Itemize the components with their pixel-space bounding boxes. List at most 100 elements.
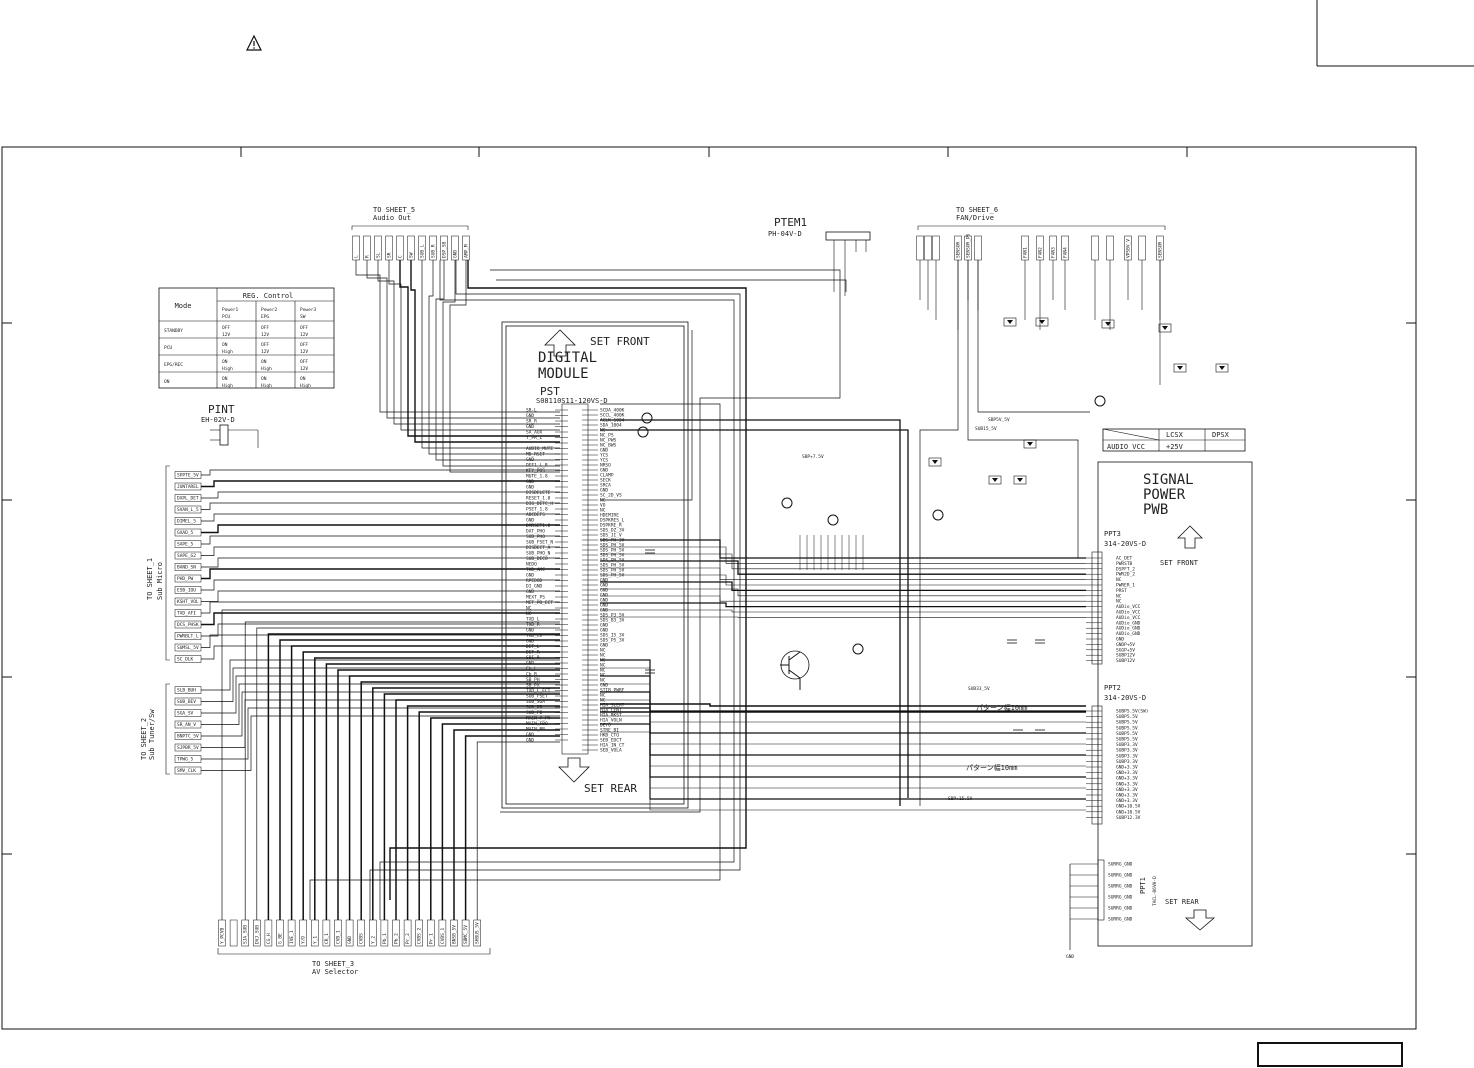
wire-sheet5 (428, 260, 560, 455)
pst-right-pin: SRCA (600, 483, 611, 489)
sheet3-pin: CVBS (359, 933, 365, 944)
wire-sheet5 (388, 260, 560, 431)
wire-sheet5 (449, 260, 560, 473)
sheet1-pin: GXAD_5 (177, 530, 194, 536)
diode-icon (1219, 366, 1225, 370)
sheet6-pin-box (1138, 235, 1146, 261)
sheet2-pin: SR_AN_V (177, 722, 196, 728)
pst-right-pin: SDS_P5_3V (600, 638, 625, 644)
sheet2-pin: BNPTC_5V (177, 734, 199, 740)
pst-left-pin: GND (526, 589, 534, 595)
mode-table-mode-label: Mode (175, 302, 192, 310)
mode-cell-sub: 12V (261, 332, 269, 338)
sheet-border (1, 146, 1417, 1030)
dm-set-rear: SET REAR (584, 782, 637, 795)
pst-left-pin: GND (526, 479, 534, 485)
mode-col-header: Power1 (222, 307, 239, 313)
dm-connector: PST (540, 385, 560, 398)
ppt2-pin: SUBP5.5V(SW) (1116, 709, 1149, 715)
pst-left-pin: DISDELETE (526, 490, 551, 496)
wire-tall-1 (600, 419, 901, 806)
mode-cell-sub: High (222, 349, 233, 355)
ic-chip (1158, 323, 1172, 333)
sheet1-pin: TXD_AFI (177, 611, 196, 617)
sp-rear-arrow-icon (1184, 909, 1216, 931)
sheet1-pin: SVAN_L_5 (177, 507, 199, 513)
wire-sheet3 (221, 609, 560, 920)
pst-left-pin: TXD_R (526, 622, 540, 628)
test-points (637, 395, 1106, 655)
sheet5-pin: L (354, 255, 360, 258)
pst-left-pin: SUB_FSET (526, 694, 548, 700)
pst-left-pin: GND (526, 738, 534, 744)
audio-vcc-col1: LCSX (1166, 431, 1184, 439)
ppt2-pin: SUBP3.3V (1116, 759, 1138, 765)
signal-power-pwb: SIGNAL POWER PWB PPT3 314-20VS-D SET FRO… (1070, 461, 1253, 947)
ppt1-pin: SURRG_GND (1108, 873, 1133, 879)
wire-loop-2 (369, 260, 741, 920)
pst-right-pin: SDS_JI_V (600, 533, 622, 539)
pst-left-pin: RPEDOD (526, 578, 543, 584)
pst-left-pin: MUTE_1.8 (526, 474, 548, 480)
wire-sheet3 (395, 699, 560, 920)
pst-right-pin: SDS_PH_5V (600, 563, 625, 569)
pst-left-pin: AUDIO_MUTE (526, 446, 553, 452)
ppt2-pin: GND+3.3V (1116, 765, 1138, 771)
wire-sheet3 (325, 663, 560, 920)
pst-right-pin: SDS_I5_3V (600, 633, 625, 639)
pst-right-pin: NC (600, 693, 606, 699)
pst-right-pin: GND (600, 448, 608, 454)
pst-right-pin: GND (600, 628, 608, 634)
mode-cell: OFF (222, 325, 230, 331)
sheet3-pin: CVB_1 (336, 930, 342, 944)
sheet1-pin: ESB_IOU (177, 588, 196, 594)
sheet6-pin-box (1091, 235, 1099, 261)
mode-cell: OFF (300, 342, 308, 348)
wire-sheet1 (201, 502, 560, 510)
pst-right-pin: YCS (600, 458, 608, 464)
mode-cell-sub: High (261, 383, 272, 389)
ppt3-pin: AUDio_VCC (1116, 610, 1141, 616)
ppt2-pin: SUBP5.5V (1116, 725, 1138, 731)
pattern-note-1: パターン幅10mm (976, 703, 1028, 712)
wire-sheet3 (372, 687, 560, 920)
wire-sheet3 (430, 717, 560, 920)
sheet3-pin: SJA_SUB (243, 925, 249, 944)
ppt3-pin: SGGP+5V (1116, 647, 1135, 653)
pst-left-pin: DMRSET1.8 (526, 523, 551, 529)
pst-right-pin: SDA_1004 (600, 423, 622, 429)
sheet5-pin: SR (387, 252, 393, 258)
sheet3-pin: Pr_1 (428, 933, 434, 944)
sheet1-pin: PWRBLT_L (177, 634, 199, 640)
pst-left-pin: SA_AUX (526, 430, 543, 436)
pst-left-pin: SUB_PHO (526, 534, 545, 540)
pst-right-pin: GND (600, 643, 608, 649)
ppt3-pin: GND (1116, 637, 1124, 643)
pst-left-pin: SR_R (526, 419, 537, 425)
pst-left-pin: GND (526, 573, 534, 579)
pst-left-pin: GND (526, 413, 534, 419)
pst-right-pin: CLAMP (600, 473, 614, 479)
dm-title-1: DIGITAL (538, 350, 597, 366)
ppt3-pin: AUDio_VCC (1116, 604, 1141, 610)
ppt3-pin: SUBP12V (1116, 653, 1135, 659)
wire-loop-3 (379, 260, 735, 920)
pst-left-pin: GND (526, 732, 534, 738)
sheet3-pin: Y_1 (312, 936, 318, 944)
pst-left-pin: SUB_SGA (526, 699, 545, 705)
ppt1-gnd-label: GND (1066, 954, 1074, 960)
ppt3-pin: DSPFT_2 (1116, 566, 1135, 572)
wire-sheet2 (201, 715, 560, 771)
wire-sheet1 (201, 579, 560, 591)
ppt3-pin: AUDio_GND (1116, 620, 1141, 626)
pst-left-pin: DET_L (526, 644, 540, 650)
diode-icon (1017, 478, 1023, 482)
wire-tall-2 (600, 429, 909, 798)
mode-cell: ON (261, 376, 267, 382)
pst-left-pin: Cb_R (526, 672, 537, 678)
sheet1-pin: KSHT_VOL (177, 599, 199, 605)
pst-right-pin: SDS_P3_5V (600, 613, 625, 619)
pst-right-pin: SDS_PH_5V (600, 553, 625, 559)
wire-sheet2 (201, 707, 560, 760)
